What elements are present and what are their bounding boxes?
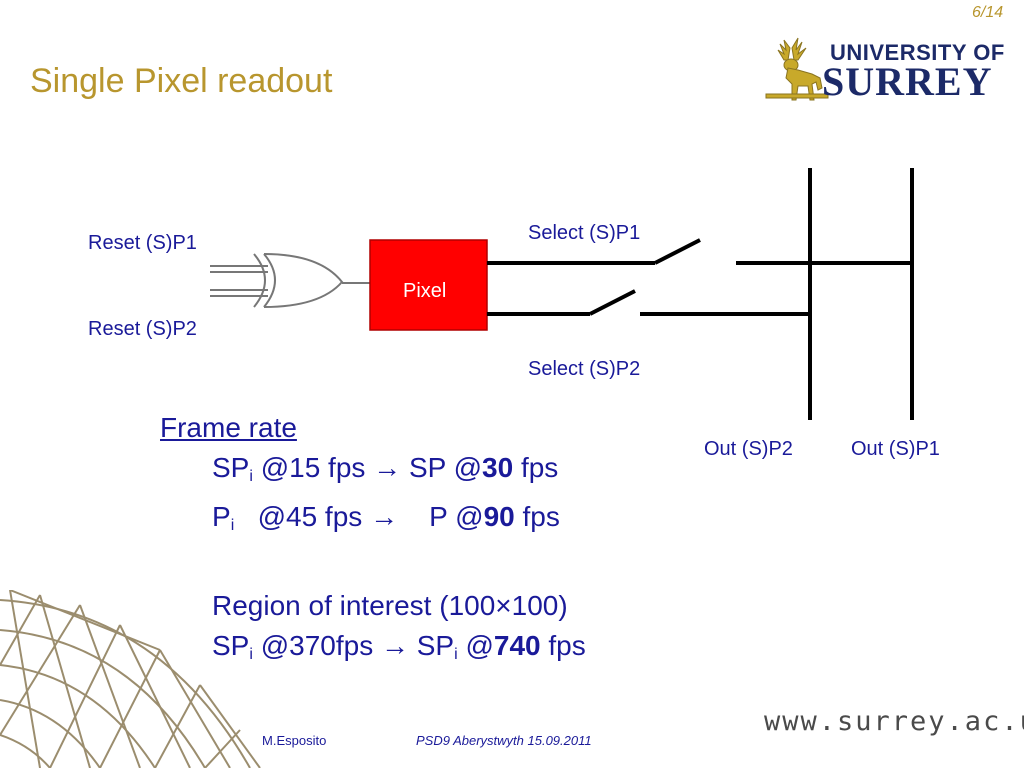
geodesic-dome-image — [0, 590, 261, 768]
slide-title: Single Pixel readout — [30, 62, 333, 100]
page-number: 6/14 — [972, 4, 1004, 21]
frame-rate-row-sp: SPi @15 fps → SP @30 fps — [212, 452, 559, 485]
stag-icon — [765, 37, 829, 101]
reset-p2-label: Reset (S)P2 — [88, 318, 197, 340]
roi-line: Region of interest (100×100) — [212, 590, 568, 621]
out-p2-label: Out (S)P2 — [704, 438, 793, 460]
footer-author: M.Esposito — [262, 733, 327, 748]
frame-rate-row-roi: SPi @370fps → SPi @740 fps — [212, 630, 586, 663]
frame-rate-heading: Frame rate — [160, 412, 297, 443]
out-p1-label: Out (S)P1 — [851, 438, 940, 460]
footer-url: www.surrey.ac.uk — [764, 706, 1024, 737]
select-p1-label: Select (S)P1 — [528, 222, 641, 244]
select-p2-switch — [589, 289, 636, 316]
logo-text-line1: UNIVERSITY OF — [830, 40, 1005, 65]
reset-p1-label: Reset (S)P1 — [88, 232, 197, 254]
pixel-label: Pixel — [403, 280, 447, 302]
frame-rate-row-p: Pi @45 fps → P @90 fps — [212, 501, 560, 534]
logo-text-line2: SURREY — [822, 59, 993, 104]
select-p1-switch — [654, 238, 701, 265]
pixel-block — [369, 239, 488, 331]
logic-gate-icon — [210, 253, 372, 308]
select-p2-label: Select (S)P2 — [528, 358, 641, 380]
footer-event: PSD9 Aberystwyth 15.09.2011 — [416, 733, 592, 748]
frame-rate-block: Frame rate SPi @15 fps → SP @30 fps Pi @… — [160, 408, 586, 675]
